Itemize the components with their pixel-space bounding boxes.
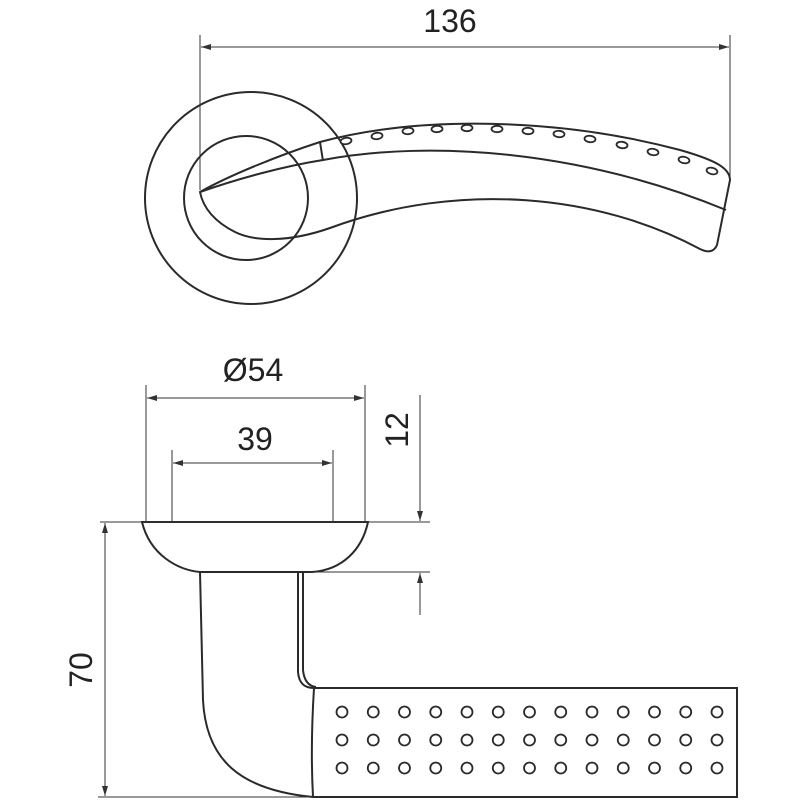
- perforation-hole: [429, 733, 443, 747]
- perforation-hole: [648, 733, 661, 747]
- perforation-hole: [523, 705, 536, 719]
- perforation-hole: [679, 761, 693, 775]
- perforation-hole: [710, 705, 724, 719]
- perforation-hole: [429, 761, 443, 775]
- lever-outline: [198, 122, 732, 253]
- perforation-hole: [366, 705, 380, 719]
- perforation-hole: [679, 733, 693, 747]
- dimension-54: Ø54: [145, 352, 366, 522]
- perforation-hole: [616, 733, 630, 747]
- perforation-hole: [616, 705, 630, 719]
- perforation-hole: [552, 129, 566, 139]
- rosette-outer: [144, 91, 358, 305]
- label-70: 70: [63, 652, 99, 688]
- perforation-hole: [710, 733, 724, 747]
- perforation-hole: [460, 733, 474, 747]
- perforation-hole: [585, 733, 599, 747]
- perforation-hole: [554, 761, 568, 775]
- perforation-hole: [615, 140, 629, 150]
- perforation-hole: [490, 124, 504, 134]
- top-view: [144, 91, 732, 305]
- perforation-hole: [460, 123, 474, 133]
- dimension-136: 136: [199, 3, 731, 190]
- perforation-hole: [429, 705, 443, 719]
- label-54: Ø54: [223, 352, 283, 388]
- perforation-hole: [646, 147, 660, 157]
- perforation-hole: [585, 761, 599, 775]
- perforation-hole: [335, 761, 349, 775]
- perforation-hole: [585, 705, 599, 719]
- perforation-hole: [521, 126, 535, 136]
- label-12: 12: [379, 412, 415, 448]
- perforation-hole: [648, 705, 661, 719]
- dimension-39: 39: [171, 421, 334, 522]
- perforation-hole: [430, 124, 444, 134]
- perforation-hole: [401, 126, 415, 136]
- band-edge: [199, 149, 727, 211]
- perforation-hole: [554, 733, 568, 747]
- perforation-hole: [710, 761, 724, 775]
- perforation-hole: [370, 131, 384, 141]
- perforation-hole: [679, 705, 693, 719]
- side-perforation: [335, 705, 724, 775]
- perforation-hole: [616, 761, 630, 775]
- band-break: [319, 141, 324, 162]
- perforation-hole: [335, 705, 349, 719]
- perforation-hole: [335, 733, 349, 747]
- perforation-hole: [523, 733, 536, 747]
- perforation-hole: [398, 705, 411, 719]
- perforation-hole: [677, 155, 691, 165]
- rosette-inner: [183, 135, 309, 261]
- stem-back: [297, 572, 315, 689]
- top-perforation: [339, 123, 719, 176]
- perforation-hole: [491, 705, 505, 719]
- stem-front: [199, 571, 314, 798]
- perforation-hole: [523, 761, 536, 775]
- perforation-hole: [583, 134, 597, 144]
- rosette-side: [140, 521, 370, 573]
- dimension-70: 70: [63, 523, 313, 798]
- label-39: 39: [237, 421, 273, 457]
- perforation-hole: [648, 761, 661, 775]
- perforation-hole: [366, 733, 380, 747]
- dimension-12: 12: [100, 395, 430, 615]
- perforation-hole: [460, 761, 474, 775]
- perforation-hole: [398, 761, 411, 775]
- perforation-hole: [705, 166, 719, 176]
- perforation-hole: [398, 733, 411, 747]
- perforation-hole: [460, 705, 474, 719]
- perforation-hole: [339, 136, 353, 146]
- perforation-hole: [491, 761, 505, 775]
- stem-back-inner: [302, 572, 317, 688]
- perforation-hole: [554, 705, 568, 719]
- grip: [310, 687, 738, 798]
- side-view: [140, 521, 738, 798]
- perforation-hole: [491, 733, 505, 747]
- perforation-hole: [366, 761, 380, 775]
- label-136: 136: [423, 3, 476, 39]
